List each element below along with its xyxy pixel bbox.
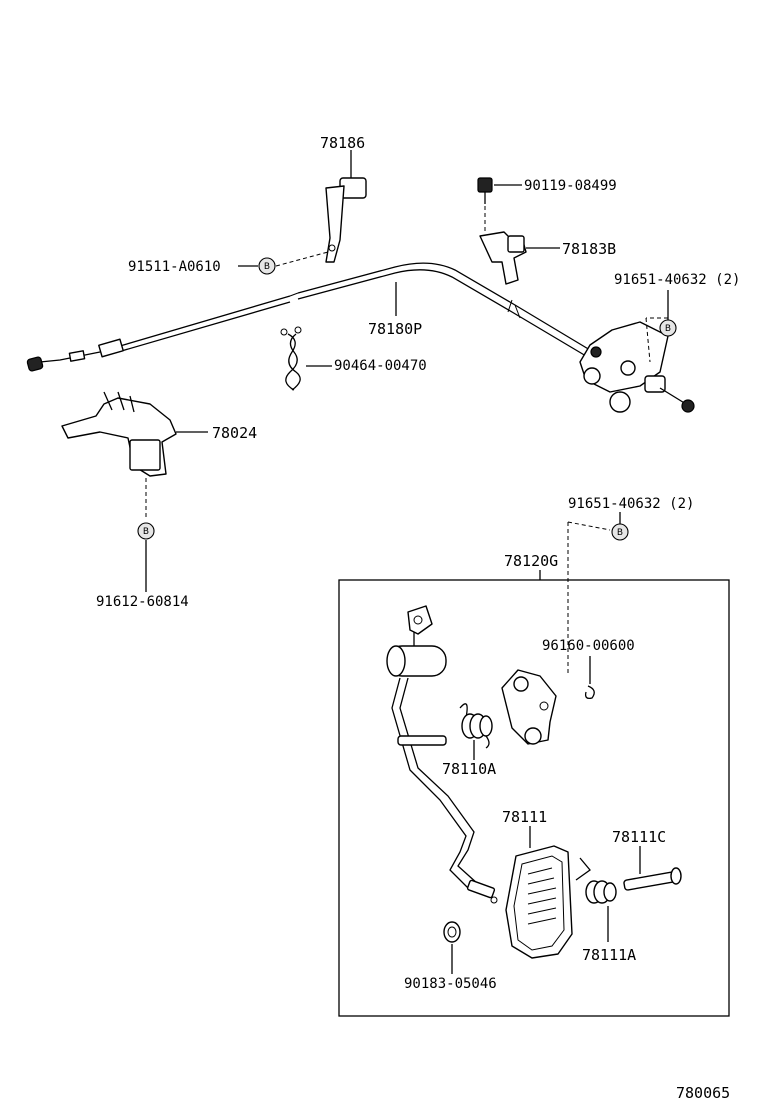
accelerator-pedal-arm <box>386 605 498 904</box>
label-78111A: 78111A <box>582 946 636 964</box>
label-78111: 78111 <box>502 808 547 826</box>
pedal-bracket <box>501 669 557 745</box>
label-91612: 91612-60814 <box>96 594 189 610</box>
clip-96160 <box>584 685 595 700</box>
pedal-pad-78111 <box>505 826 573 959</box>
svg-text:B: B <box>264 262 270 272</box>
bracket-78024 <box>61 391 208 520</box>
upper-leader-lines <box>145 251 669 592</box>
bolt-marker-91651-mid: B <box>611 523 629 541</box>
bolt-marker-91651-top: B <box>659 319 677 337</box>
svg-text:B: B <box>617 528 623 538</box>
throttle-linkage <box>579 321 695 413</box>
label-78120G: 78120G <box>504 552 558 570</box>
bolt-marker-91511: B <box>258 257 276 275</box>
svg-text:B: B <box>665 324 671 334</box>
label-78180P: 78180P <box>368 320 422 338</box>
svg-text:B: B <box>143 527 149 537</box>
bracket-78183B <box>479 231 560 285</box>
label-78186: 78186 <box>320 134 365 152</box>
clip-90464 <box>280 326 332 391</box>
label-90183: 90183-05046 <box>404 976 497 992</box>
throttle-cable <box>26 262 591 372</box>
label-78024: 78024 <box>212 424 257 442</box>
label-78183B: 78183B <box>562 240 616 258</box>
bolt-marker-91612: B <box>137 522 155 540</box>
diagram-id: 780065 <box>676 1084 730 1102</box>
dash-91651-mid <box>567 521 611 531</box>
label-78110A: 78110A <box>442 760 496 778</box>
label-91651-mid: 91651-40632 (2) <box>568 496 694 512</box>
pivot-shaft <box>397 735 447 746</box>
bolt-90119 <box>477 177 522 234</box>
label-91651-top: 91651-40632 (2) <box>614 272 740 288</box>
clamp-78186 <box>325 150 367 263</box>
label-91511: 91511-A0610 <box>128 259 221 275</box>
spring-78111A <box>575 857 617 942</box>
label-90464: 90464-00470 <box>334 358 427 374</box>
label-78111C: 78111C <box>612 828 666 846</box>
label-90119: 90119-08499 <box>524 178 617 194</box>
washer-90183 <box>443 921 461 974</box>
pedal-assembly-box <box>338 579 730 1017</box>
pin-78111C <box>623 846 682 891</box>
label-96160: 96160-00600 <box>542 638 635 654</box>
spring-78110A <box>459 703 493 760</box>
